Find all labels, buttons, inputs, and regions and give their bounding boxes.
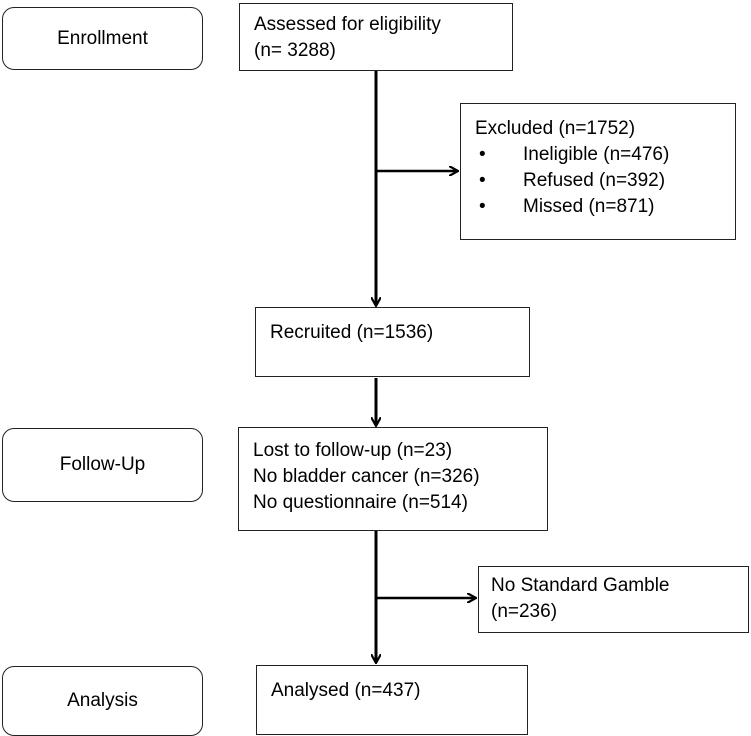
no-gamble-line1: No Standard Gamble [491, 575, 670, 596]
no-gamble-line2: (n=236) [491, 601, 558, 622]
followup-loss-item: Lost to follow-up (n=23) [253, 440, 453, 461]
followup-losses-box: Lost to follow-up (n=23) No bladder canc… [238, 427, 548, 531]
stage-follow-up-label: Follow-Up [59, 454, 146, 475]
excluded-title: Excluded (n=1752) [475, 118, 636, 139]
no-gamble-box: No Standard Gamble (n=236) [478, 566, 749, 633]
stage-enrollment: Enrollment [2, 7, 203, 70]
stage-analysis-label: Analysis [67, 690, 138, 711]
stage-follow-up: Follow-Up [2, 428, 203, 502]
analysed-label: Analysed (n=437) [271, 680, 421, 701]
analysed-box: Analysed (n=437) [256, 665, 528, 735]
excluded-item: Missed (n=871) [475, 194, 735, 220]
recruited-box: Recruited (n=1536) [255, 307, 530, 377]
excluded-item: Ineligible (n=476) [475, 142, 735, 168]
excluded-item: Refused (n=392) [475, 168, 735, 194]
assessed-line1: Assessed for eligibility [254, 14, 441, 35]
assessed-box: Assessed for eligibility (n= 3288) [239, 3, 513, 71]
excluded-box: Excluded (n=1752) Ineligible (n=476) Ref… [460, 103, 736, 240]
followup-loss-item: No bladder cancer (n=326) [253, 466, 480, 487]
stage-enrollment-label: Enrollment [57, 27, 148, 49]
recruited-label: Recruited (n=1536) [270, 322, 434, 343]
stage-analysis: Analysis [2, 666, 203, 736]
assessed-line2: (n= 3288) [254, 40, 336, 61]
followup-loss-item: No questionnaire (n=514) [253, 492, 468, 513]
excluded-list: Ineligible (n=476) Refused (n=392) Misse… [475, 142, 735, 220]
